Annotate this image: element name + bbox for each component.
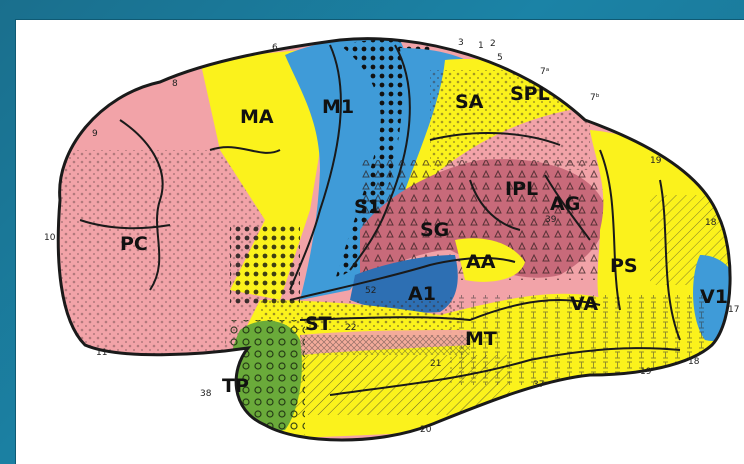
label-V1: V1 [700,286,728,308]
area-num-2: 2 [490,39,496,49]
area-num-10: 10 [44,233,56,243]
label-AG: AG [550,193,580,215]
area-num-38: 38 [200,389,212,399]
area-num-7a: 7ᵃ [540,67,549,77]
label-SPL: SPL [510,83,550,105]
label-SA: SA [455,91,484,113]
area-num-18-lower: 18 [688,357,700,367]
area-num-19-lower: 19 [640,367,652,377]
area-num-20: 20 [420,425,432,435]
label-AA: AA [466,251,496,273]
label-TP: TP [222,375,249,397]
area-num-1: 1 [478,41,484,51]
area-num-18-upper: 18 [705,218,717,228]
area-num-9: 9 [92,129,98,139]
area-num-21: 21 [430,359,441,369]
label-IPL: IPL [505,178,538,200]
label-PC: PC [120,233,148,255]
label-ST: ST [305,313,332,335]
label-MA: MA [240,106,274,128]
area-num-19-upper: 19 [650,156,662,166]
area-num-5: 5 [497,53,503,63]
label-MT: MT [465,328,497,350]
label-A1: A1 [408,283,436,305]
label-M1: M1 [322,96,354,118]
label-SG: SG [420,219,449,241]
label-VA: VA [570,293,598,315]
area-num-37: 37 [533,380,544,390]
area-num-3: 3 [458,38,464,48]
label-PS: PS [610,255,638,277]
area-num-8: 8 [172,79,178,89]
area-num-7b: 7ᵇ [590,93,600,103]
label-S1: S1 [354,196,381,218]
area-num-6: 6 [272,43,278,53]
area-num-11: 11 [96,348,107,358]
area-num-39: 39 [545,215,557,225]
area-num-52: 52 [365,286,376,296]
area-num-22: 22 [345,323,356,333]
area-num-17: 17 [728,305,739,315]
